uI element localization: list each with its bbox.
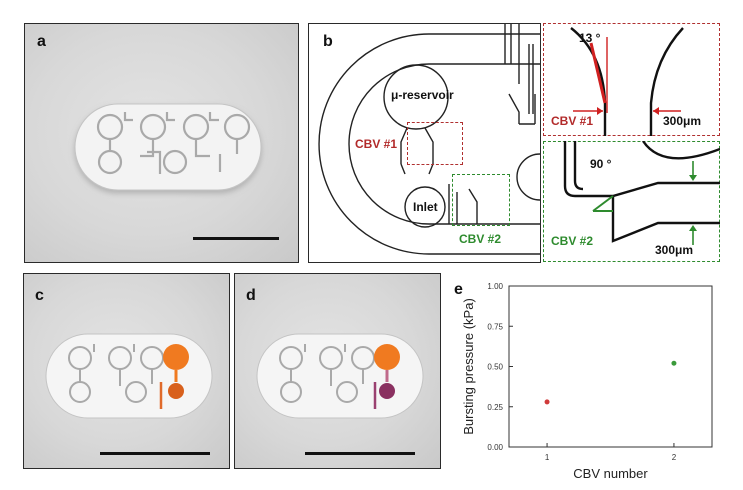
cbv2-highlight-box — [452, 174, 510, 226]
chip-illustration — [256, 333, 424, 419]
cbv1-label: CBV #1 — [355, 137, 398, 151]
y-tick-label: 0.75 — [487, 322, 503, 331]
y-tick-label: 0.50 — [487, 363, 503, 372]
x-tick-label: 2 — [672, 453, 677, 462]
scale-bar — [193, 237, 279, 240]
x-axis-label: CBV number — [573, 466, 648, 481]
scale-bar — [305, 452, 415, 455]
cbv2-label: CBV #2 — [459, 232, 502, 246]
cbv1-zoom-label: CBV #1 — [551, 114, 594, 128]
cbv1-highlight-box — [407, 122, 463, 165]
cbv2-angle-label: 90 ° — [590, 157, 612, 171]
cbv2-zoom-drawing — [563, 141, 720, 245]
cbv2-width-label: 300μm — [655, 243, 694, 257]
cbv2-zoom-border — [543, 141, 720, 262]
y-tick-label: 0.00 — [487, 443, 503, 452]
chip-illustration — [74, 103, 262, 191]
cbv2-zoom-label: CBV #2 — [551, 234, 594, 248]
cbv1-zoom-border — [543, 23, 720, 136]
plot-frame — [508, 285, 713, 448]
panel-label-c: c — [35, 287, 44, 304]
panel-label-e: e — [454, 281, 463, 298]
x-tick-label: 1 — [545, 453, 550, 462]
cbv1-width-label: 300μm — [663, 114, 702, 128]
panel-label-d: d — [246, 287, 256, 304]
panel-c-photo: c — [23, 273, 230, 469]
panel-label-b: b — [323, 33, 333, 50]
data-point — [543, 398, 551, 406]
inlet-label: Inlet — [413, 200, 438, 214]
cbv1-zoom-panel: 13 ° CBV #1 300μm — [543, 23, 720, 136]
cbv1-angle-label: 13 ° — [579, 31, 601, 45]
y-axis-label: Bursting pressure (kPa) — [461, 298, 476, 435]
panel-d-photo: d — [234, 273, 441, 469]
y-tick-label: 1.00 — [487, 282, 503, 291]
y-tick-label: 0.25 — [487, 403, 503, 412]
panel-label-a: a — [37, 33, 46, 50]
chip-illustration — [45, 333, 213, 419]
cbv2-zoom-panel: 90 ° CBV #2 300μm — [543, 141, 720, 262]
data-point — [670, 360, 678, 367]
panel-a-photo: a — [24, 23, 299, 263]
cbv1-zoom-drawing — [570, 27, 684, 136]
chip-schematic — [318, 24, 540, 255]
reservoir-label: μ-reservoir — [391, 88, 454, 102]
panel-b-schematic: μ-reservoir CBV #1 Inlet CBV #2 b — [308, 23, 541, 263]
scale-bar — [100, 452, 210, 455]
